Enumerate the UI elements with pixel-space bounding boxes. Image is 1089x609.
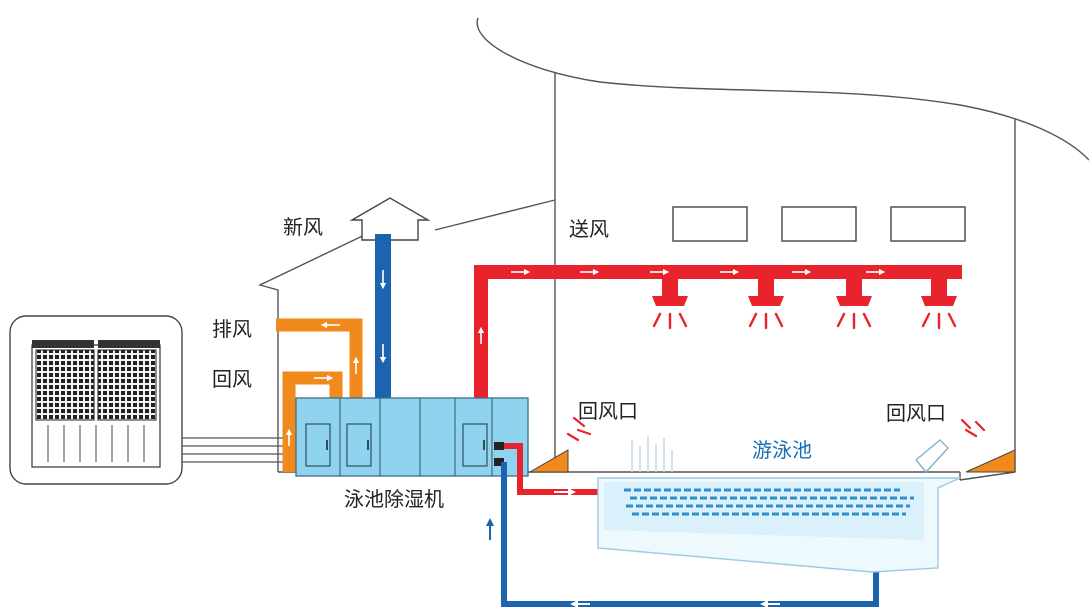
label-return-vent-left: 回风口: [578, 399, 638, 423]
refrigerant-pipes: [182, 437, 300, 463]
return-vent-left: [528, 449, 569, 473]
supply-duct: [474, 265, 962, 398]
roof-curve: [476, 17, 1089, 161]
return-vent-right: [965, 449, 1016, 473]
clerestory-windows: [672, 206, 966, 242]
label-fresh-air: 新风: [283, 215, 323, 239]
swimming-pool: [597, 436, 961, 573]
exhaust-duct: [276, 318, 363, 400]
exhaust-flow-arrows: [285, 321, 360, 446]
diffuser-4: [921, 276, 957, 306]
dehumidifier-unit: [295, 397, 529, 477]
diffuser-2: [748, 276, 784, 306]
window-2: [781, 206, 857, 242]
supply-flow-arrows: [477, 268, 886, 344]
supply-diffusers: [652, 276, 957, 306]
fresh-air-duct: [375, 234, 391, 400]
annex-roof: [258, 199, 556, 472]
return-duct: [282, 371, 343, 472]
label-exhaust-air: 排风: [212, 317, 252, 341]
pool-cold-water-pipe: [501, 462, 879, 607]
water-flow-arrows: [486, 488, 780, 608]
diffuser-3: [836, 276, 872, 306]
return-vent-arrows: [566, 416, 986, 442]
label-supply-air: 送风: [569, 217, 609, 241]
label-return-vent-right: 回风口: [886, 401, 946, 425]
return-vents: [528, 449, 1016, 473]
label-dehumidifier: 泳池除湿机: [344, 487, 444, 511]
label-pool: 游泳池: [752, 438, 812, 462]
hall-floor-right: [959, 471, 1016, 481]
diffuser-1: [652, 276, 688, 306]
fresh-air-hood: [349, 197, 431, 241]
window-1: [672, 206, 748, 242]
label-return-air: 回风: [212, 367, 252, 391]
window-3: [890, 206, 966, 242]
diffuser-air-lines: [652, 312, 957, 330]
outdoor-unit: [9, 315, 183, 485]
